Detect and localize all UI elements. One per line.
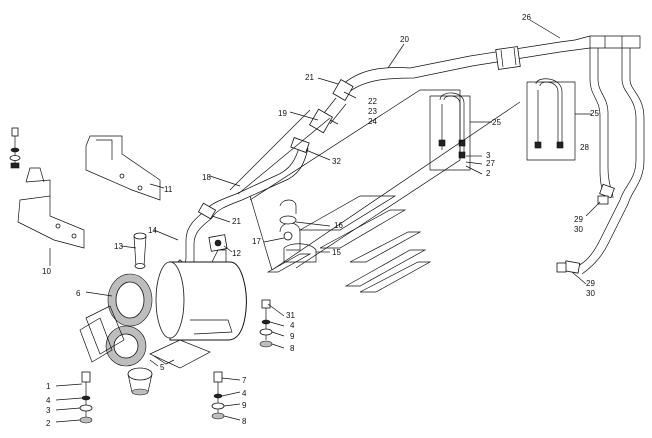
callout-13: 13: [114, 242, 123, 251]
callout-22: 22: [368, 97, 377, 106]
callout-21-lower: 21: [232, 217, 241, 226]
fastener-stack-upper-left: [9, 127, 21, 169]
callout-15: 15: [332, 248, 341, 257]
callout-3-right: 3: [486, 151, 491, 160]
callout-12: 12: [232, 249, 241, 258]
callout-4-left: 4: [46, 396, 51, 405]
callout-27: 27: [486, 159, 495, 168]
callout-24: 24: [368, 117, 377, 126]
hose-detail-right: [526, 78, 576, 161]
callout-8-lower: 8: [242, 417, 247, 426]
flange-12: [208, 234, 228, 252]
callout-4-lower: 4: [242, 389, 247, 398]
callout-9-mid: 9: [290, 332, 295, 341]
callout-31: 31: [286, 311, 295, 320]
callout-8-mid: 8: [290, 344, 295, 353]
callout-32: 32: [332, 157, 341, 166]
callout-10: 10: [42, 267, 51, 276]
callout-19: 19: [278, 109, 287, 118]
muffler: [79, 249, 247, 396]
callout-21: 21: [305, 73, 314, 82]
callout-11: 11: [164, 185, 173, 194]
pipe-stub-13: [133, 232, 147, 269]
callout-18: 18: [202, 173, 211, 182]
callout-3-left: 3: [46, 406, 51, 415]
callout-5: 5: [160, 363, 165, 372]
fastener-stack-31: [259, 299, 273, 348]
callout-25-right: 25: [590, 109, 599, 118]
callout-1: 1: [46, 382, 51, 391]
callout-20: 20: [400, 35, 409, 44]
hose-detail-left: [429, 92, 471, 171]
bracket-10: [17, 167, 85, 249]
callout-25-left: 25: [492, 118, 501, 127]
callout-2-right: 2: [486, 169, 491, 178]
callout-7: 7: [242, 376, 247, 385]
fastener-stack-1: [79, 371, 93, 424]
exhaust-pipe-middle: [170, 101, 521, 283]
callout-28: 28: [580, 143, 589, 152]
fastener-stack-7: [211, 371, 225, 420]
callout-6: 6: [76, 289, 81, 298]
exhaust-pipe-upper: [342, 35, 641, 93]
callout-30-upper: 30: [574, 225, 583, 234]
heat-shield: [249, 89, 461, 293]
callout-29-upper: 29: [574, 215, 583, 224]
callout-2-left: 2: [46, 419, 51, 428]
callout-26: 26: [522, 13, 531, 22]
callout-29-lower: 29: [586, 279, 595, 288]
callout-23: 23: [368, 107, 377, 116]
callout-14: 14: [148, 226, 157, 235]
hydraulic-lines-right: [556, 48, 645, 275]
callout-16: 16: [334, 221, 343, 230]
callout-9-lower: 9: [242, 401, 247, 410]
leader-lines: [49, 19, 601, 423]
clamp-assembly: [279, 199, 317, 263]
callout-30-lower: 30: [586, 289, 595, 298]
pipe-coupling: [309, 79, 354, 134]
bracket-11: [85, 135, 161, 201]
callout-labels: 26 20 21 22 23 24 19 25 25 28 3 27 2 32 …: [42, 13, 599, 428]
callout-4-mid: 4: [290, 321, 295, 330]
callout-17: 17: [252, 237, 261, 246]
